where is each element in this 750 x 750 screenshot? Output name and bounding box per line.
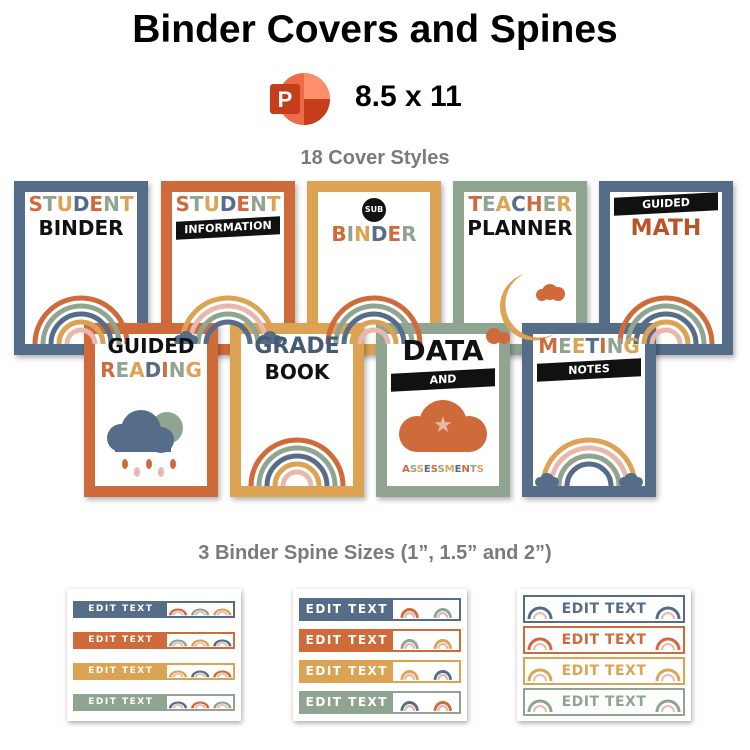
cover-title-line: ASSESSMENTS (402, 464, 484, 475)
spine-edit-text[interactable]: EDIT TEXT (561, 694, 647, 710)
rainbow-icon (525, 690, 555, 714)
cover-title-line: BINDER (38, 216, 124, 240)
spine-label[interactable]: EDIT TEXT (73, 632, 235, 649)
spine-label[interactable]: EDIT TEXT (73, 694, 235, 711)
svg-text:P: P (278, 87, 293, 112)
spine-edit-text[interactable]: EDIT TEXT (301, 631, 393, 650)
cover-title-line: GUIDED (107, 334, 195, 358)
rainbow-illustration (241, 406, 353, 486)
rainbow-clouds-illustration (172, 264, 284, 344)
spine-edit-text[interactable]: EDIT TEXT (75, 665, 167, 678)
rainbow-icon (653, 597, 683, 621)
cover-title-line: GRADE (254, 334, 340, 359)
cover-title-line: BINDER (331, 222, 417, 246)
rainbow-icons (166, 603, 233, 616)
spine-edit-text[interactable]: EDIT TEXT (75, 634, 167, 647)
cover-title-line: STUDENT (175, 192, 281, 216)
cover-title-line: MEETING (538, 334, 640, 358)
rainbow-icon (525, 659, 555, 683)
rainbow-icon (653, 690, 683, 714)
spines-heading: 3 Binder Spine Sizes (1”, 1.5” and 2”) (198, 542, 552, 564)
rainbow-icon (653, 659, 683, 683)
cover-title-line: MATH (630, 216, 702, 241)
cover-title-line: READING (100, 358, 202, 382)
spine-edit-text[interactable]: EDIT TEXT (561, 601, 647, 617)
cover-title-line: TEACHER (468, 192, 572, 216)
spine-label[interactable]: EDIT TEXT (299, 598, 461, 621)
spine-label[interactable]: EDIT TEXT (299, 629, 461, 652)
page-size-label: 8.5 x 11 (355, 80, 462, 113)
spine-sheet-1: EDIT TEXT EDIT TEXT EDIT TEXT EDIT TEXT (67, 589, 241, 721)
rainbow-icon (653, 628, 683, 652)
spine-label[interactable]: EDIT TEXT (73, 601, 235, 618)
cover-title-line: SUB (362, 198, 386, 222)
spine-edit-text[interactable]: EDIT TEXT (561, 663, 647, 679)
rainbow-icons (166, 634, 233, 647)
spine-sheet-2: EDIT TEXT EDIT TEXT EDIT TEXT EDIT TEXT (293, 589, 467, 721)
spine-label[interactable]: EDIT TEXT (523, 688, 685, 716)
rainbow-icon (525, 628, 555, 652)
cover-title-line: STUDENT (28, 192, 134, 216)
cover-title-line: NOTES (537, 358, 641, 382)
spine-sheet-3: EDIT TEXT EDIT TEXT EDIT TEXT EDIT TEXT (517, 589, 691, 721)
spine-edit-text[interactable]: EDIT TEXT (561, 632, 647, 648)
spine-label[interactable]: EDIT TEXT (73, 663, 235, 680)
rainbow-icons (392, 600, 459, 619)
rainbow-icons (392, 631, 459, 650)
cover-title-line: BOOK (264, 360, 330, 384)
powerpoint-icon: P (270, 73, 330, 125)
rainbow-illustration (318, 264, 430, 344)
spine-label[interactable]: EDIT TEXT (523, 657, 685, 685)
cover-title-line: DATA (402, 334, 484, 367)
covers-heading: 18 Cover Styles (300, 147, 450, 169)
spine-edit-text[interactable]: EDIT TEXT (75, 603, 167, 616)
rainbow-icons (392, 662, 459, 681)
spine-edit-text[interactable]: EDIT TEXT (301, 600, 393, 619)
spine-label[interactable]: EDIT TEXT (523, 626, 685, 654)
rainbow-icon (525, 597, 555, 621)
cover-title-line: GUIDED (614, 192, 718, 216)
rainbow-icons (166, 696, 233, 709)
cloud-rain-illustration (95, 406, 207, 486)
cover-title-line: INFORMATION (176, 216, 280, 240)
rainbow-icons (392, 693, 459, 712)
spine-edit-text[interactable]: EDIT TEXT (75, 696, 167, 709)
rainbow-illustration (610, 264, 722, 344)
page-title: Binder Covers and Spines (132, 8, 618, 51)
spine-label[interactable]: EDIT TEXT (523, 595, 685, 623)
spine-edit-text[interactable]: EDIT TEXT (301, 662, 393, 681)
spine-label[interactable]: EDIT TEXT (299, 660, 461, 683)
svg-text:★: ★ (433, 413, 453, 438)
cover-title-line: PLANNER (467, 216, 573, 240)
rainbow-clouds-illustration (533, 406, 645, 486)
moon-illustration (464, 264, 576, 344)
rainbow-illustration (25, 264, 137, 344)
spine-edit-text[interactable]: EDIT TEXT (301, 693, 393, 712)
cloud-illustration: ★ (387, 388, 499, 468)
spine-label[interactable]: EDIT TEXT (299, 691, 461, 714)
rainbow-icons (166, 665, 233, 678)
